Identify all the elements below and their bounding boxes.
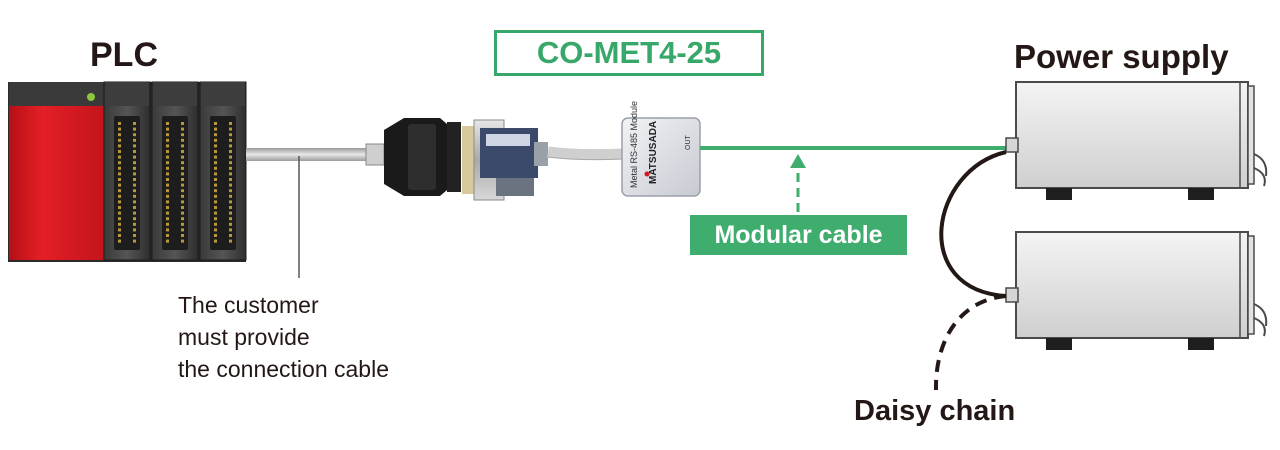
modular-cable-label-box: Modular cable [690,215,907,255]
power-supply-unit-icon [1005,81,1268,200]
plc-io-module [151,81,199,261]
plc-rack-icon [8,81,247,262]
note-line-1: The customer [178,292,319,318]
plc-connector-icon [384,118,461,196]
module-led [644,171,650,177]
rs485-module-icon: Metal RS-485 Module MATSUSADA OUT [621,101,701,197]
product-name: CO-MET4-25 [536,35,722,70]
plc-io-module [199,81,247,261]
power-supply-label: Power supply [1014,38,1229,75]
modular-cable-label: Modular cable [714,220,883,249]
plc-io-module [103,81,151,261]
power-supply-unit-icon [1005,231,1268,350]
note-line-2: must provide [178,324,310,350]
daisy-chain-cable [939,150,1007,298]
pointer-arrowhead [790,154,806,168]
module-label-line1: Metal RS-485 Module [629,101,639,188]
product-name-box: CO-MET4-25 [494,30,764,76]
plc-cable [246,143,385,166]
module-port-label: OUT [685,135,692,151]
status-led [87,93,95,101]
cable-note: The customer must provide the connection… [178,289,389,385]
daisy-chain-continuation [933,294,1007,391]
plc-label: PLC [90,36,158,74]
module-label-line2: MATSUSADA [648,121,659,184]
dsub-adapter-icon [462,119,548,201]
note-line-3: the connection cable [178,356,389,382]
adapter-cable [547,146,623,161]
daisy-chain-label: Daisy chain [854,395,1016,427]
